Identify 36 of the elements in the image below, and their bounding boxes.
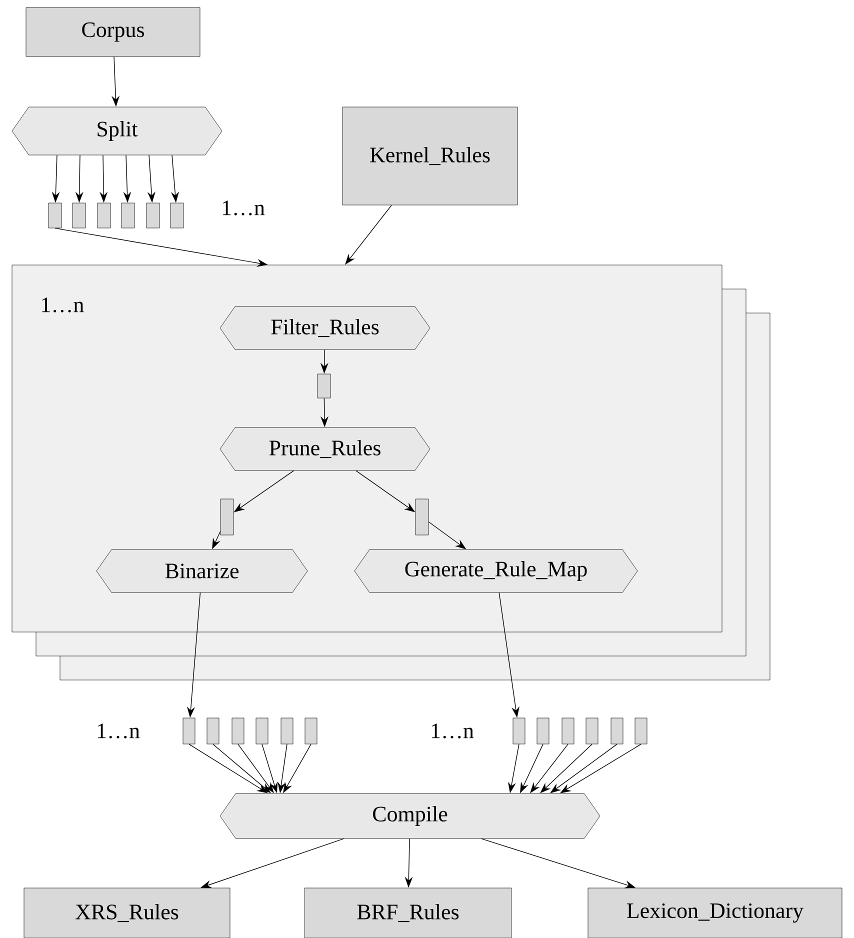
data-bar (170, 202, 184, 228)
process-hexagon: Binarize (96, 549, 308, 593)
data-bar (415, 498, 429, 536)
data-bar (146, 202, 160, 228)
data-bar (220, 498, 234, 536)
data-bar (256, 718, 268, 744)
process-hexagon: Generate_Rule_Map (354, 549, 638, 593)
count-label: 1…n (98, 724, 140, 738)
data-bar (304, 718, 318, 744)
data-bar (317, 374, 331, 398)
data-bar (562, 718, 574, 744)
data-bar (280, 718, 294, 744)
arrow (550, 744, 618, 794)
count-label: 1…n (432, 724, 474, 738)
process-hexagon: Prune_Rules (220, 427, 430, 471)
process-hexagon: Compile (220, 793, 600, 839)
data-bar (121, 202, 135, 228)
data-bar (512, 718, 526, 744)
data-bar (48, 202, 62, 228)
data-bar (206, 718, 220, 744)
process-box: BRF_Rules (304, 888, 512, 938)
process-hexagon: Split (12, 106, 222, 156)
data-bar (232, 718, 244, 744)
process-hexagon: Filter_Rules (220, 306, 430, 350)
data-bar (97, 202, 111, 228)
data-bar (536, 718, 550, 744)
count-label: 1…n (222, 200, 265, 216)
data-bar (634, 718, 648, 744)
process-box: XRS_Rules (24, 888, 230, 938)
process-box: Kernel_Rules (342, 106, 518, 206)
data-bar (586, 718, 598, 744)
process-box: Lexicon_Dictionary (588, 888, 842, 938)
data-bar (72, 202, 86, 228)
process-box: Corpus (26, 7, 200, 57)
data-bar (182, 718, 196, 744)
data-bar (610, 718, 624, 744)
